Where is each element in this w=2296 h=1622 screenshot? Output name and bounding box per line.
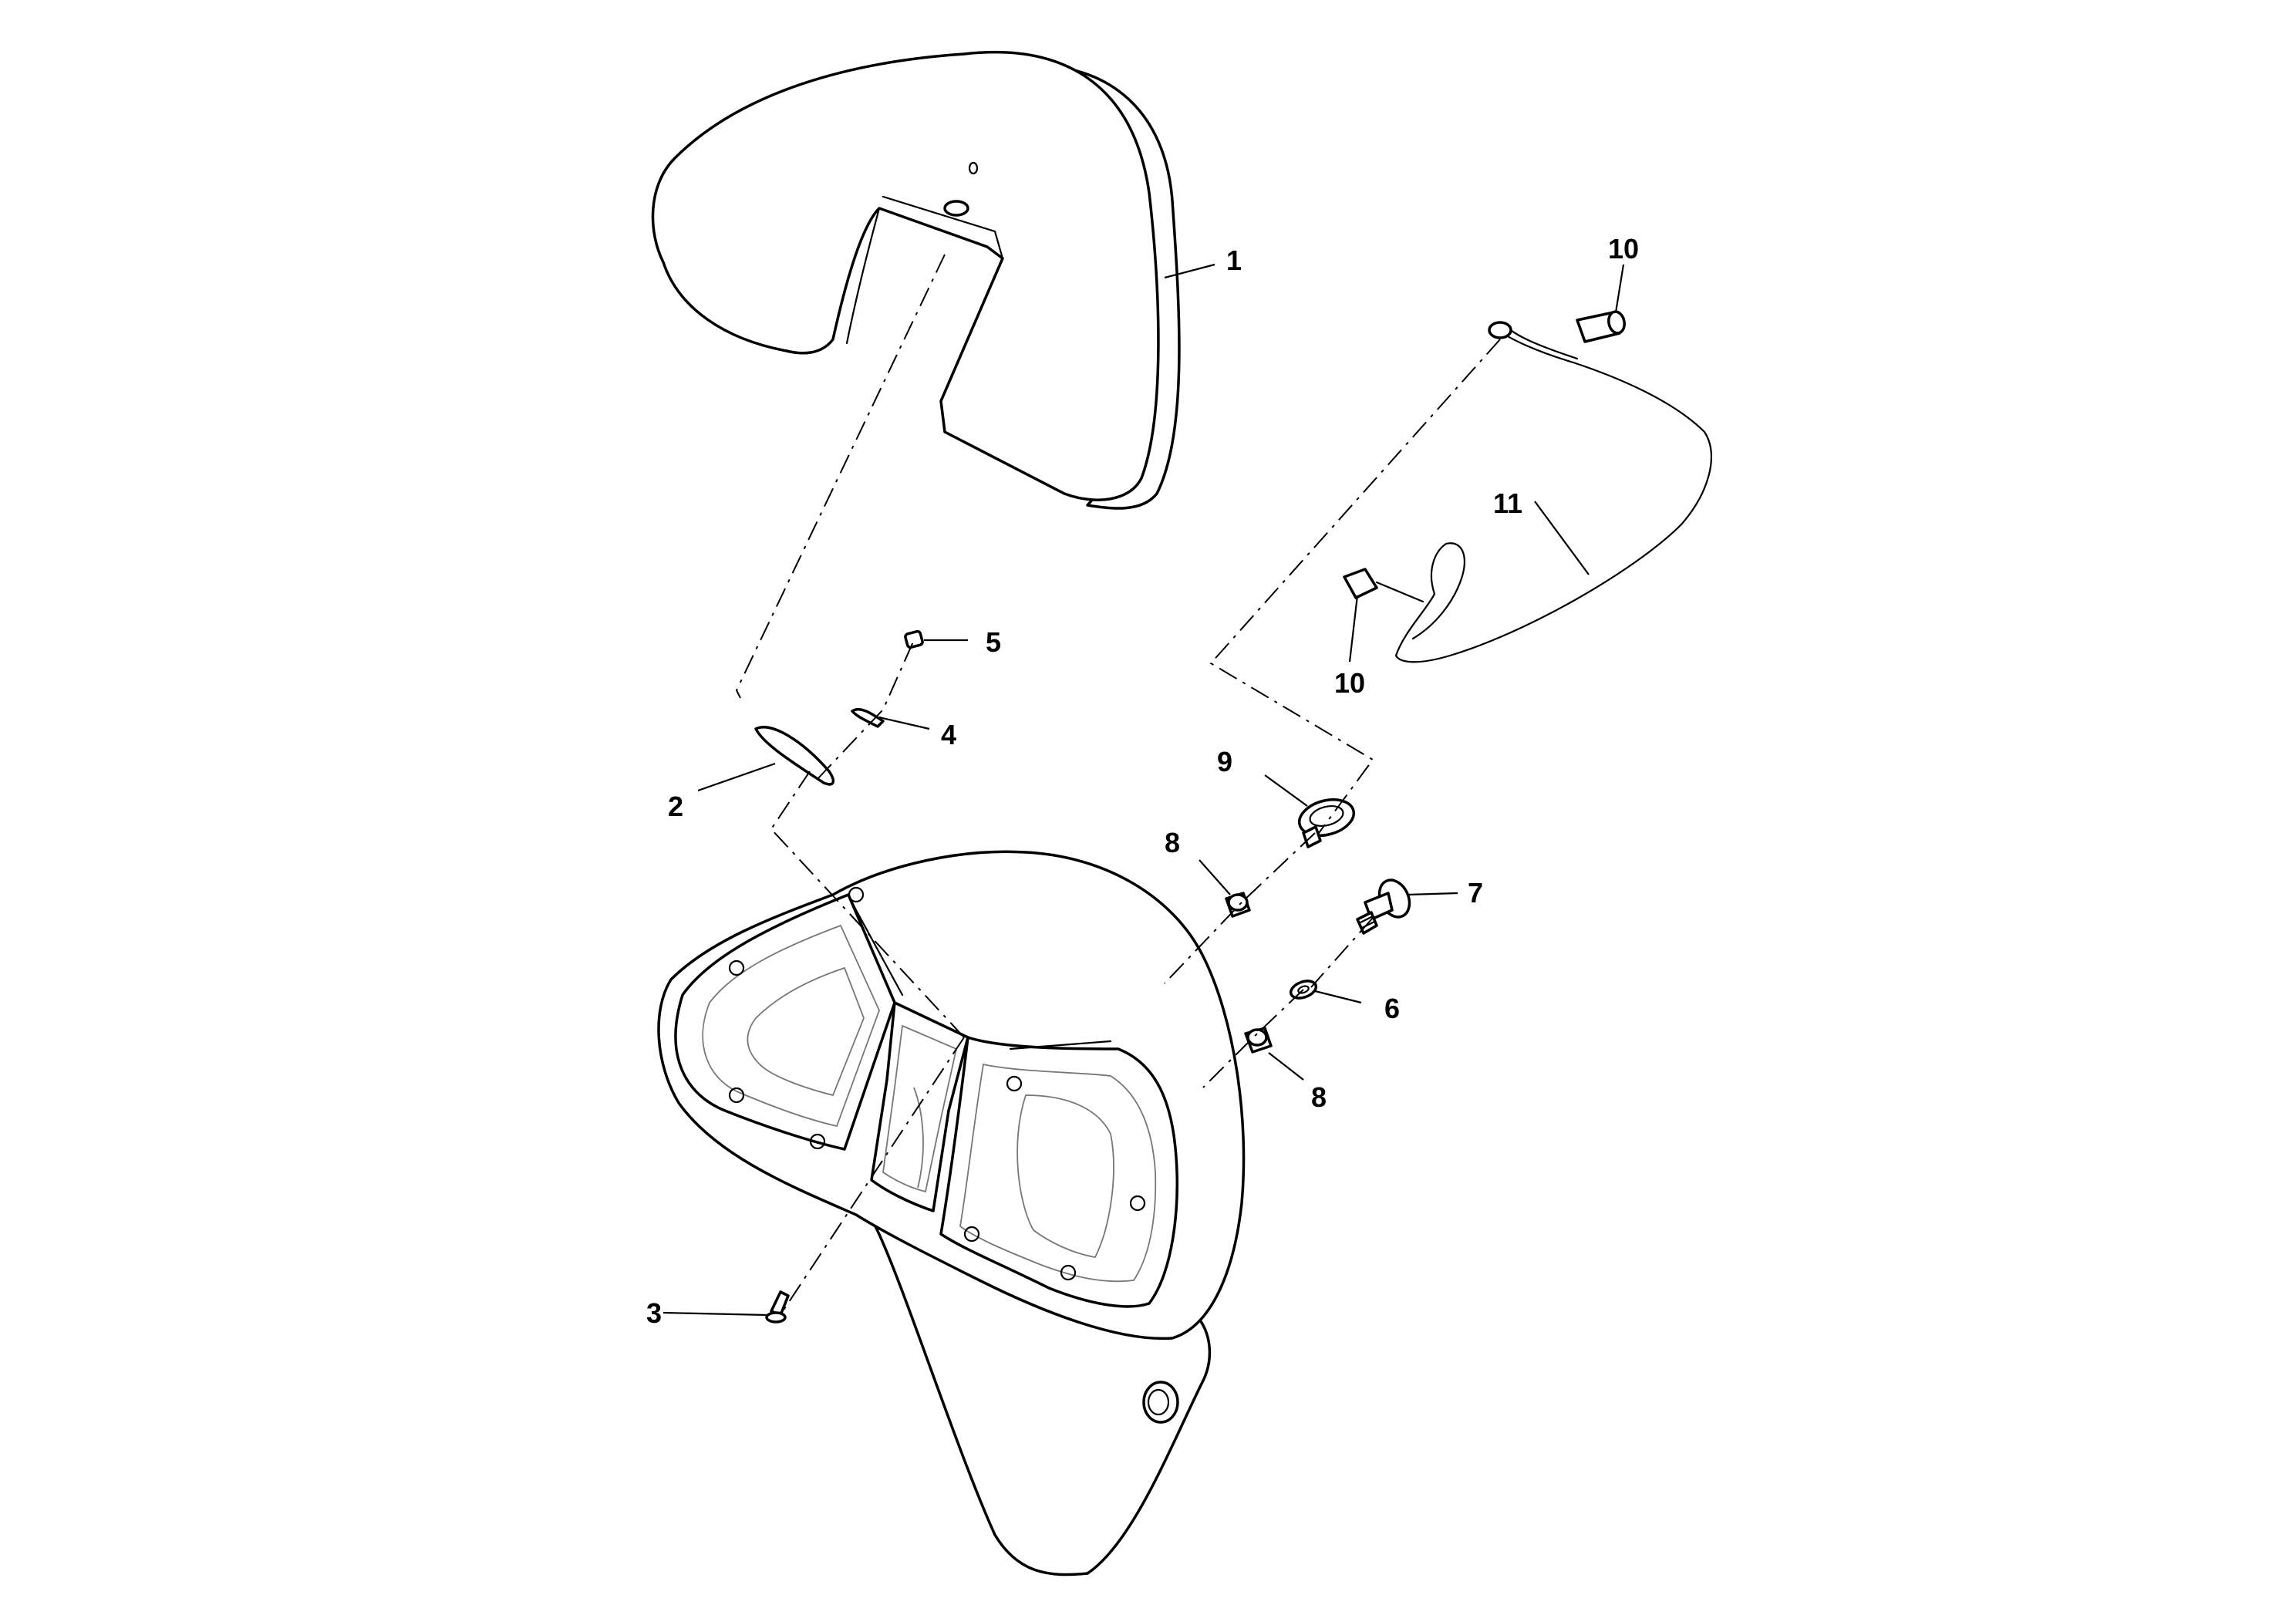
callout-9: 9 <box>1217 746 1232 777</box>
callout-leader-lines <box>663 263 1625 1317</box>
nut-part-8-upper <box>1225 892 1251 918</box>
nut-part-8-lower <box>1244 1027 1273 1054</box>
callout-2: 2 <box>668 791 683 822</box>
lanyard-cable-part-11 <box>1375 321 1712 663</box>
callout-11: 11 <box>1493 487 1522 519</box>
callout-4: 4 <box>941 719 956 750</box>
callout-7: 7 <box>1468 877 1483 909</box>
spacer-part-5 <box>904 629 924 649</box>
sleeve-part-10-lower <box>1343 568 1378 599</box>
callout-labels: 1 2 3 4 5 6 7 8 8 9 10 10 11 <box>646 233 1639 1329</box>
washer-plate-part-2 <box>754 726 835 786</box>
clip-part-4 <box>851 707 885 728</box>
seat-cushion-part <box>651 50 1181 510</box>
callout-1: 1 <box>1226 244 1242 276</box>
callout-5: 5 <box>986 626 1001 658</box>
sleeve-part-10-upper <box>1576 310 1626 343</box>
knob-screw-part-7 <box>1356 878 1411 935</box>
callout-10-lower: 10 <box>1334 667 1365 699</box>
screw-part-3 <box>765 1290 790 1324</box>
callout-8-upper: 8 <box>1165 827 1180 858</box>
callout-3: 3 <box>646 1297 662 1329</box>
callout-8-lower: 8 <box>1311 1081 1327 1113</box>
eye-bolt-part-9 <box>1298 798 1355 848</box>
callout-6: 6 <box>1384 993 1400 1024</box>
seat-pan-housing-part <box>657 850 1246 1576</box>
assembly-path-lines <box>735 254 1501 1312</box>
callout-10-upper: 10 <box>1608 233 1639 265</box>
